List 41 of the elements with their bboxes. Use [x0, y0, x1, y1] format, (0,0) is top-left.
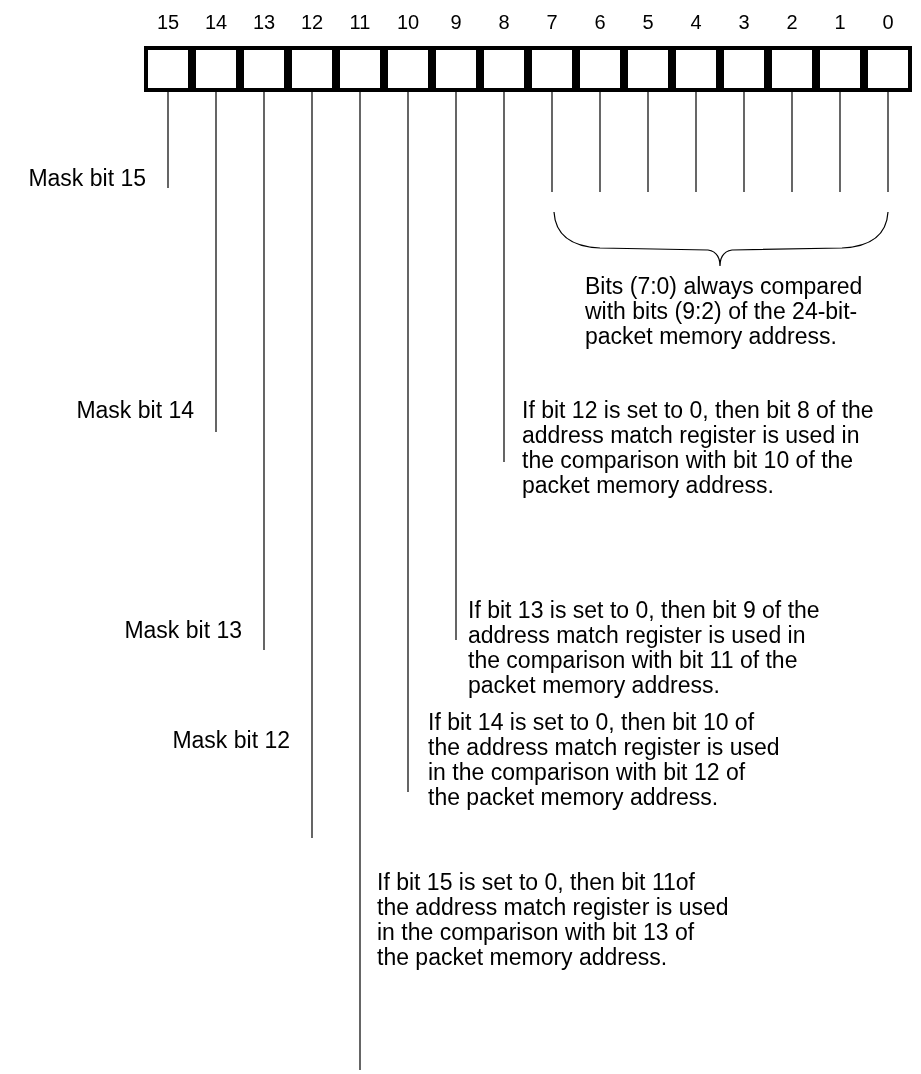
leader-line — [503, 91, 505, 463]
bit-number: 9 — [449, 10, 463, 34]
leader-line — [743, 91, 745, 193]
description-text: If bit 15 is set to 0, then bit 11of the address match register is used in the comparison with bit 13 of the packet memory address. — [377, 870, 730, 970]
leader-line — [887, 91, 889, 193]
bit-number: 13 — [251, 10, 277, 34]
bit-number: 3 — [737, 10, 751, 34]
bit-number: 1 — [833, 10, 847, 34]
leader-line — [359, 91, 361, 1071]
field-label: Mask bit 14 — [76, 398, 194, 423]
bit-number: 14 — [203, 10, 229, 34]
leader-line — [839, 91, 841, 193]
bit-number: 10 — [395, 10, 421, 34]
bit-number: 2 — [785, 10, 799, 34]
leader-line — [215, 91, 217, 433]
description-text: If bit 12 is set to 0, then bit 8 of the address match register is used in the comparison with bit 10 of the packet memory address. — [522, 398, 875, 498]
note-text: Bits (7:0) always compared with bits (9:2) of the 24-bit-packet memory address. — [585, 274, 864, 349]
leader-line — [455, 91, 457, 641]
field-label: Mask bit 13 — [124, 618, 242, 643]
bit-number: 5 — [641, 10, 655, 34]
description-text: If bit 14 is set to 0, then bit 10 of the address match register is used in the comparison with bit 12 of the packet memory address. — [428, 710, 781, 810]
bit-number: 12 — [299, 10, 325, 34]
leader-line — [263, 91, 265, 651]
leader-line — [791, 91, 793, 193]
bit-number: 11 — [348, 10, 372, 34]
bit-number: 15 — [155, 10, 181, 34]
leader-line — [311, 91, 313, 839]
description-text: If bit 13 is set to 0, then bit 9 of the address match register is used in the comparison with bit 11 of the packet memory address. — [468, 598, 821, 698]
bit-number: 6 — [593, 10, 607, 34]
bit-number: 7 — [545, 10, 559, 34]
leader-line — [167, 91, 169, 189]
leader-line — [407, 91, 409, 793]
leader-line — [599, 91, 601, 193]
bit-number: 8 — [497, 10, 511, 34]
field-label: Mask bit 12 — [172, 728, 290, 753]
bit-number: 0 — [881, 10, 895, 34]
leader-line — [551, 91, 553, 193]
field-label: Mask bit 15 — [28, 166, 146, 191]
leader-line — [647, 91, 649, 193]
leader-line — [695, 91, 697, 193]
bit-number: 4 — [689, 10, 703, 34]
